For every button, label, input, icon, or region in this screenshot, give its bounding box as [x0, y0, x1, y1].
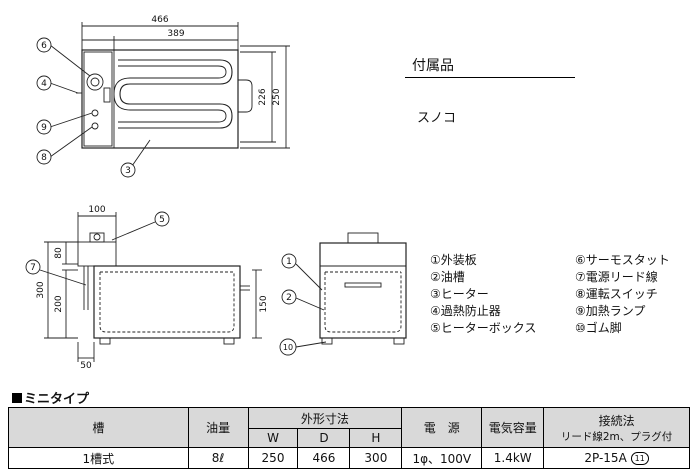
part-item: ⑩ゴム脚 — [575, 321, 622, 335]
dim-top-depth-inner: 226 — [258, 88, 268, 105]
accessories-divider — [405, 77, 575, 78]
svg-text:1: 1 — [286, 257, 292, 267]
header-h: H — [349, 428, 403, 448]
svg-text:10: 10 — [283, 343, 293, 352]
header-w: W — [247, 428, 299, 448]
dim-side-top-width: 100 — [88, 205, 105, 215]
part-item: ④過熱防止器 — [430, 304, 501, 318]
part-item: ⑧運転スイッチ — [575, 287, 658, 301]
part-item: ①外装板 — [430, 253, 477, 267]
callout-3: 3 — [120, 162, 136, 178]
table-row: 1槽式 8ℓ 250 466 300 1φ、100V 1.4kW 2P-15A … — [8, 447, 690, 469]
dim-top-width-inner: 389 — [167, 29, 184, 39]
callout-9: 9 — [36, 119, 52, 135]
svg-text:5: 5 — [159, 215, 165, 225]
header-dims: 外形寸法 — [247, 407, 403, 429]
cell-connection: 2P-15A 11 — [543, 447, 690, 469]
part-item: ⑤ヒーターボックス — [430, 321, 537, 335]
callout-5: 5 — [154, 211, 170, 227]
dim-top-width-total: 466 — [151, 15, 168, 25]
header-oil: 油量 — [187, 407, 249, 448]
part-item: ⑨加熱ランプ — [575, 304, 646, 318]
cell-tank: 1槽式 — [8, 447, 189, 469]
callout-4: 4 — [36, 75, 52, 91]
callout-10: 10 — [279, 338, 297, 356]
callout-2: 2 — [281, 289, 297, 305]
cell-h: 300 — [349, 447, 403, 469]
svg-text:3: 3 — [125, 166, 131, 176]
callout-6: 6 — [36, 37, 52, 53]
header-connection-label: 接続法 — [598, 413, 635, 428]
cell-capacity: 1.4kW — [481, 447, 545, 469]
plug-badge: 11 — [630, 452, 649, 465]
part-item: ⑥サーモスタット — [575, 253, 670, 267]
part-item: ③ヒーター — [430, 287, 489, 301]
dim-side-height-total: 300 — [36, 281, 46, 298]
svg-text:9: 9 — [41, 123, 47, 133]
dim-side-height-tank: 200 — [54, 295, 64, 312]
cell-power: 1φ、100V — [401, 447, 483, 469]
accessories-title: 付属品 — [412, 58, 454, 74]
part-item: ⑦電源リード線 — [575, 270, 658, 284]
accessories-item: スノコ — [417, 111, 457, 126]
technical-drawing: 466 389 226 250 100 300 200 80 50 150 6 … — [25, 15, 407, 371]
header-power: 電 源 — [401, 407, 483, 448]
callout-8: 8 — [36, 149, 52, 165]
parts-list: ①外装板 ⑥サーモスタット ②油槽 ⑦電源リード線 ③ヒーター ⑧運転スイッチ … — [430, 252, 700, 337]
callout-7: 7 — [25, 259, 41, 275]
cell-oil: 8ℓ — [187, 447, 249, 469]
spec-table: 槽 油量 外形寸法 電 源 電気容量 接続法 リード線2m、プラグ付 W D H… — [8, 407, 690, 469]
cell-connection-value: 2P-15A — [584, 451, 627, 465]
svg-text:4: 4 — [41, 79, 47, 89]
svg-text:2: 2 — [286, 293, 292, 303]
square-bullet-icon — [12, 392, 22, 403]
header-connection: 接続法 リード線2m、プラグ付 — [543, 407, 690, 448]
cell-w: 250 — [247, 447, 299, 469]
header-tank: 槽 — [8, 407, 189, 448]
svg-text:6: 6 — [41, 41, 47, 51]
part-item: ②油槽 — [430, 270, 465, 284]
header-connection-sub: リード線2m、プラグ付 — [560, 430, 673, 443]
dim-side-height-box: 80 — [54, 247, 64, 259]
section-title: ミニタイプ — [12, 388, 89, 407]
svg-text:7: 7 — [30, 263, 36, 273]
callout-1: 1 — [281, 253, 297, 269]
dim-top-depth-total: 250 — [272, 88, 282, 105]
header-capacity: 電気容量 — [481, 407, 545, 448]
svg-text:8: 8 — [41, 153, 47, 163]
dim-front-height: 150 — [259, 295, 269, 312]
section-title-text: ミニタイプ — [24, 392, 90, 407]
header-d: D — [297, 428, 351, 448]
cell-d: 466 — [297, 447, 351, 469]
dim-side-base: 50 — [80, 361, 92, 371]
